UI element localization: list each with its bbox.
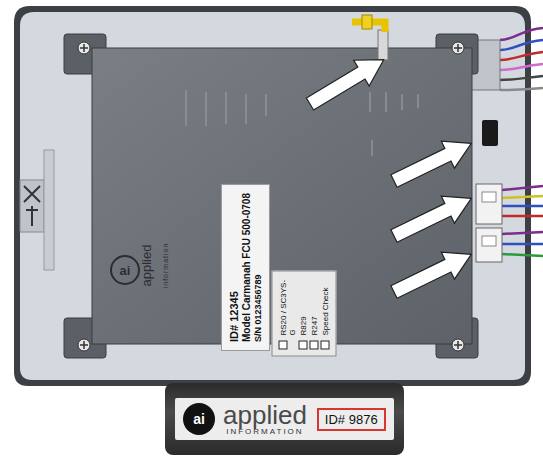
brand-subtitle: INFORMATION (223, 428, 307, 436)
antenna-post (378, 30, 388, 60)
hinge-bracket (20, 180, 44, 232)
checkbox (321, 340, 330, 349)
hinge-symbol (24, 186, 40, 226)
label-text: Model Carmanah FCU 500-0708 (240, 193, 251, 342)
label-text: R247 (310, 277, 319, 349)
label-text: ID# 12345 (227, 193, 239, 342)
mounting-tab (64, 34, 478, 358)
cabinet-frame (14, 6, 531, 386)
wire-bundle (500, 28, 543, 256)
label-text: RS20 / SC3YS-G (279, 277, 297, 349)
device-label: ID# 12345Model Carmanah FCU 500-0708S/N … (220, 184, 269, 351)
plate-face: ai appliedINFORMATION ID# 9876 (175, 398, 394, 440)
antenna-nut (362, 15, 372, 29)
side-rail (44, 150, 54, 270)
label-text: Speed Check (321, 277, 330, 349)
checkbox (310, 340, 319, 349)
logo-mark: ai (193, 411, 205, 427)
logo-ring (111, 256, 139, 284)
connector-latch (482, 192, 496, 202)
checkbox (299, 340, 308, 349)
logo-mark: ai (120, 263, 131, 278)
checkbox (279, 340, 288, 349)
label-text: S/N 0123456789 (252, 193, 262, 342)
label-text: R829 (299, 277, 308, 349)
brand-name: applied (223, 402, 307, 428)
panel-marking (186, 90, 418, 156)
logo-badge: ai (183, 403, 215, 435)
cabinet-panel (20, 12, 525, 380)
power-switch (482, 120, 498, 146)
option-checklist: RS20 / SC3YS-GR829R247Speed Check (272, 270, 337, 356)
brand-subtitle: information (162, 242, 169, 288)
pointer-arrow (302, 47, 478, 306)
id-plate: ai appliedINFORMATION ID# 9876 (165, 383, 404, 455)
fcu-housing (92, 48, 472, 344)
connector-latch (482, 236, 496, 246)
connector (476, 228, 502, 262)
connector (476, 184, 502, 224)
brand-name: applied (139, 244, 154, 286)
label-text: ID# 9876 (325, 412, 378, 427)
id-highlight: ID# 9876 (317, 408, 386, 431)
